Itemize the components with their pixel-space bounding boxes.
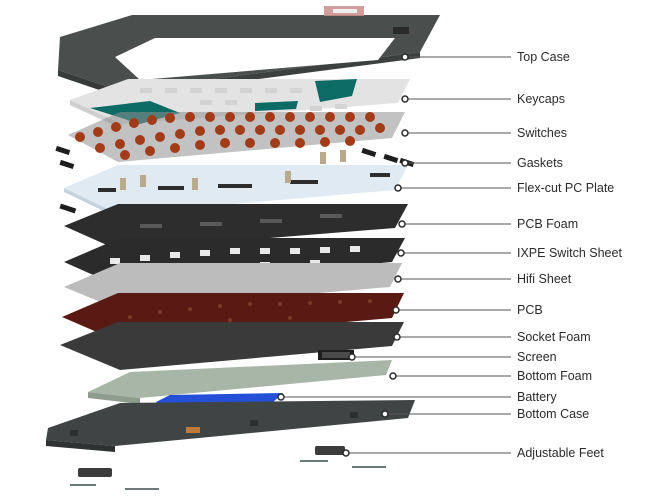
leader-dot-bottom-foam [389, 372, 397, 380]
leader-dot-battery [277, 393, 285, 401]
label-bottom-foam: Bottom Foam [517, 369, 593, 383]
leader-dot-gaskets [401, 159, 409, 167]
label-keycaps: Keycaps [517, 92, 565, 106]
leader-dot-ixpe-switch-sheet [397, 249, 405, 257]
label-flex-cut-pc-plate: Flex-cut PC Plate [517, 181, 615, 195]
bottom-case-part [46, 400, 415, 452]
label-hifi-sheet: Hifi Sheet [517, 272, 572, 286]
leader-dot-pcb [392, 306, 400, 314]
label-socket-foam: Socket Foam [517, 330, 591, 344]
label-pcb-foam: PCB Foam [517, 217, 579, 231]
leader-dot-adjustable-feet [342, 449, 350, 457]
adjustable-feet-part [70, 446, 386, 490]
flex-cut-pc-plate-part [64, 150, 408, 218]
screen-part [318, 350, 354, 360]
leader-dot-hifi-sheet [394, 275, 402, 283]
leader-dot-screen [348, 353, 356, 361]
label-battery: Battery [517, 390, 557, 404]
leader-dot-bottom-case [381, 410, 389, 418]
label-switches: Switches [517, 126, 568, 140]
leader-dot-pcb-foam [398, 220, 406, 228]
label-gaskets: Gaskets [517, 156, 563, 170]
label-pcb: PCB [517, 303, 543, 317]
label-adjustable-feet: Adjustable Feet [517, 446, 604, 460]
switches-part [68, 112, 405, 162]
label-screen: Screen [517, 350, 557, 364]
socket-foam-part [60, 322, 404, 370]
leader-dot-flex-cut-pc-plate [394, 184, 402, 192]
label-ixpe-switch-sheet: IXPE Switch Sheet [517, 246, 622, 260]
leader-dot-switches [401, 129, 409, 137]
label-top-case: Top Case [517, 50, 570, 64]
leader-lines [277, 53, 511, 457]
leader-dot-keycaps [401, 95, 409, 103]
label-bottom-case: Bottom Case [517, 407, 590, 421]
leader-dot-top-case [401, 53, 409, 61]
bottom-foam-part [88, 360, 392, 404]
leader-dot-socket-foam [393, 333, 401, 341]
